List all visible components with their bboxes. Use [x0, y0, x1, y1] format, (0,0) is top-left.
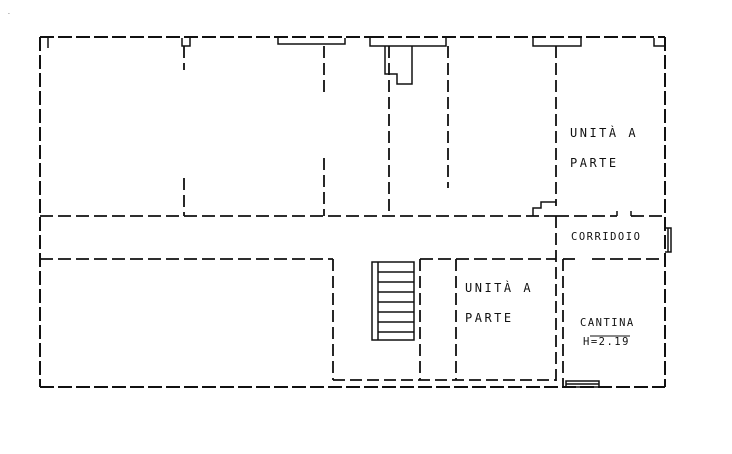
- pillar-3: [369, 38, 447, 47]
- stair-outline: [371, 261, 415, 341]
- label-lower-unit-line1: UNITÀ A: [465, 280, 533, 295]
- label-corridor: CORRIDOIO: [571, 231, 641, 243]
- staircase: [371, 261, 415, 341]
- corner-mark: ·: [8, 11, 10, 18]
- lower-interior-walls: [332, 216, 564, 387]
- corridor-walls: [40, 215, 665, 260]
- outer-walls: [39, 36, 666, 388]
- pillar-4: [532, 38, 582, 47]
- top-wall-pillars: [47, 38, 665, 48]
- label-cellar-height: H=2.19: [583, 336, 630, 348]
- label-lower-unit-line2: PARTE: [465, 311, 514, 325]
- cellar-door: [565, 380, 600, 388]
- upper-interior-walls: [183, 46, 557, 216]
- pillar-2: [277, 38, 346, 45]
- label-cellar: CANTINA: [580, 317, 635, 329]
- pillar-1: [181, 38, 191, 47]
- label-upper-unit-line2: PARTE: [570, 156, 619, 170]
- corridor-doors: [616, 211, 672, 253]
- door-upper-right: [616, 211, 632, 216]
- upper-step-detail: [384, 46, 413, 85]
- label-upper-unit-line1: UNITÀ A: [570, 125, 638, 140]
- corridor-step-notch: [532, 201, 556, 216]
- pillar-5: [653, 38, 665, 47]
